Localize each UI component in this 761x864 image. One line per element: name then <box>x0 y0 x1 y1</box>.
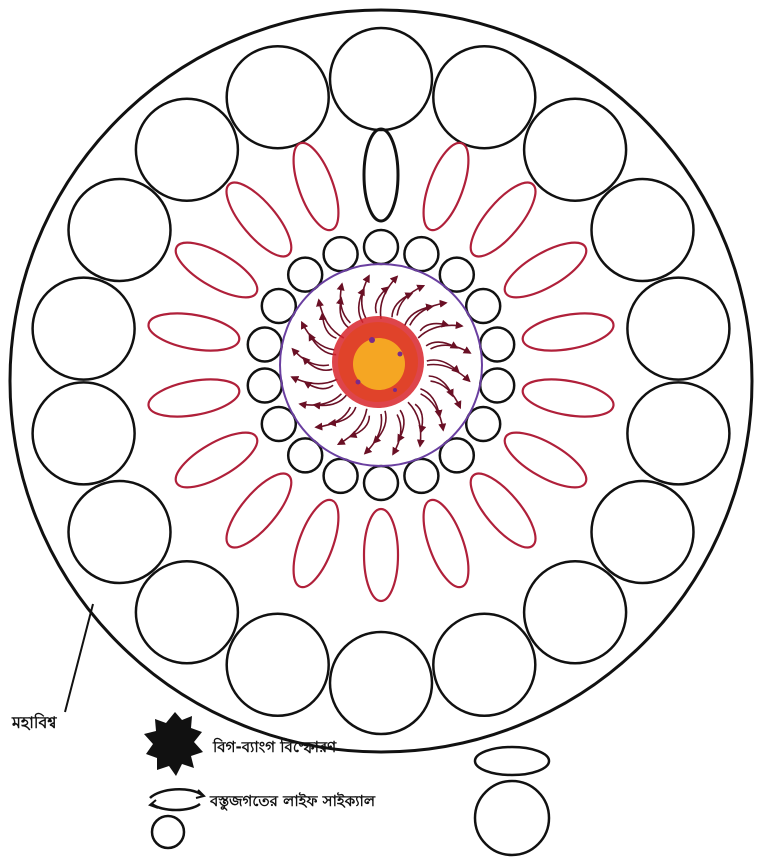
orbit-ellipse <box>146 307 243 356</box>
big-bang-core <box>332 316 424 408</box>
universe-label: মহাবিশ্ব <box>11 712 57 732</box>
expansion-arrow <box>303 358 332 370</box>
inner-bubble <box>480 369 514 403</box>
outer-bubble <box>330 28 432 130</box>
inner-bubble <box>324 459 358 493</box>
outer-bubble <box>524 561 626 663</box>
orbit-ellipse <box>414 137 477 235</box>
outer-bubble <box>227 614 329 716</box>
orbit-ellipse <box>146 373 243 422</box>
ellipse-legend-icon <box>475 747 549 775</box>
life-cycle-legend-icon <box>150 789 204 810</box>
expansion-arrow <box>405 306 433 325</box>
inner-bubble <box>248 369 282 403</box>
outer-bubble <box>592 179 694 281</box>
expansion-arrow <box>393 415 401 455</box>
outer-bubble <box>433 46 535 148</box>
expansion-arrow <box>330 407 356 424</box>
orbit-ellipse <box>520 373 617 422</box>
orbit-ellipse <box>364 129 398 221</box>
expansion-arrow <box>421 394 444 430</box>
small-circle-legend-icon <box>152 816 184 848</box>
inner-bubble <box>248 328 282 362</box>
inner-bubble <box>480 328 514 362</box>
orbit-ellipse <box>284 137 347 235</box>
inner-bubble <box>324 237 358 271</box>
expansion-arrow <box>392 293 412 317</box>
orbit-ellipse <box>168 232 265 307</box>
universe-pointer-line <box>65 604 93 712</box>
orbit-ellipse <box>414 494 477 592</box>
orbit-ellipse <box>497 232 594 307</box>
life-cycle-legend-label: বস্তুজগতের লাইফ সাইক্যাল <box>209 791 376 811</box>
orbit-ellipse <box>497 422 594 497</box>
orbit-ellipse <box>364 509 398 601</box>
orbit-ellipse <box>284 494 347 592</box>
outer-bubble <box>627 382 729 484</box>
orbit-ellipse <box>461 173 546 265</box>
orbit-ellipse <box>216 464 301 556</box>
expansion-arrow <box>365 414 382 454</box>
outer-bubble <box>433 614 535 716</box>
outer-bubble <box>136 561 238 663</box>
expansion-arrow <box>427 364 470 381</box>
expansion-arrow <box>374 411 386 443</box>
big-bang-legend-icon <box>144 712 203 776</box>
inner-bubble <box>404 459 438 493</box>
inner-bubble <box>364 466 398 500</box>
expansion-arrow <box>380 277 397 320</box>
inner-bubble <box>364 230 398 264</box>
expansion-arrow <box>292 377 338 384</box>
outer-bubble <box>592 481 694 583</box>
expansion-arrow <box>362 276 369 319</box>
expansion-arrow <box>410 303 446 326</box>
outer-bubble <box>524 99 626 201</box>
outer-bubble <box>33 278 135 380</box>
expansion-arrow <box>309 334 336 355</box>
big-bang-legend-label: বিগ-ব্যাংগ বিস্ফোরণ <box>212 737 337 756</box>
expansion-arrow <box>431 345 471 353</box>
expansion-arrow <box>316 407 351 427</box>
outer-bubble <box>627 278 729 380</box>
expansion-arrow <box>429 376 453 396</box>
big-circle-legend-icon <box>475 781 549 855</box>
orbit-ellipse <box>461 464 546 556</box>
outer-bubble <box>33 382 135 484</box>
outer-bubble <box>69 481 171 583</box>
expansion-arrow <box>420 389 439 417</box>
orbit-ellipse <box>216 173 301 265</box>
outer-bubble <box>227 46 329 148</box>
inner-bubble <box>404 237 438 271</box>
outer-bubble <box>330 632 432 734</box>
orbit-ellipse <box>520 307 617 356</box>
orbit-ellipse <box>168 422 265 497</box>
outer-bubble <box>69 179 171 281</box>
outer-bubble <box>136 99 238 201</box>
